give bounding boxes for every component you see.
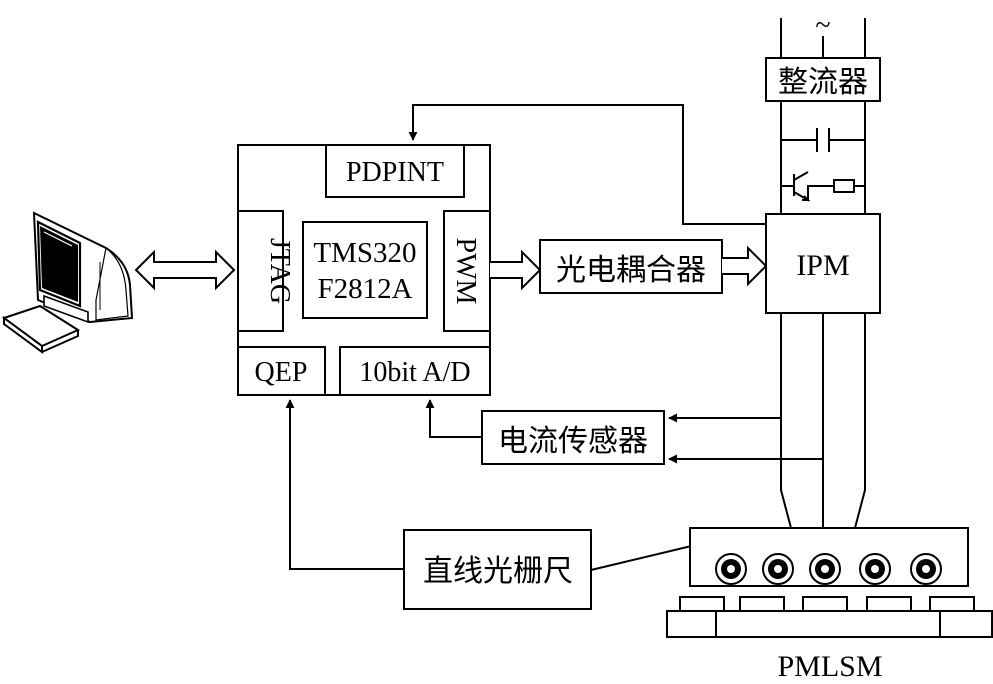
chip-line1: TMS320: [313, 237, 416, 269]
ac-symbol: ~: [815, 10, 830, 41]
sensor-adc-line: [425, 399, 482, 438]
adc-label: 10bit A/D: [359, 357, 470, 388]
motor-phase-lines: [780, 313, 866, 529]
optocoupler-label: 光电耦合器: [556, 253, 706, 288]
chip-line2: F2812A: [317, 273, 412, 305]
pwm-label: PWM: [450, 238, 481, 305]
coil-row: [715, 553, 942, 585]
rectifier-box: [765, 57, 881, 102]
current-sensor-box: [481, 410, 665, 465]
rectifier-label: 整流器: [778, 65, 868, 100]
current-sensor-label: 电流传感器: [498, 424, 648, 459]
ipm-pdpint-fault-line: [408, 104, 766, 225]
adc-box: [339, 346, 491, 396]
brake-resistor: [833, 179, 855, 193]
qep-box: [237, 346, 326, 396]
brake-transistor: [781, 171, 865, 202]
dsp-block: PDPINT JTAG TMS320 F2812A PWM QEP 10bit …: [237, 144, 491, 396]
jtag-box: [237, 210, 284, 332]
pdpint-label: PDPINT: [346, 157, 444, 188]
pwm-opto-double-arrow: [490, 249, 542, 291]
pmlsm-motor: PMLSM: [666, 527, 993, 683]
pmlsm-label: PMLSM: [777, 650, 882, 683]
jtag-label: JTAG: [264, 238, 295, 304]
computer-icon: [1, 211, 134, 354]
qep-label: QEP: [255, 357, 308, 388]
grating-qep-line: [285, 399, 404, 570]
optocoupler-box: [539, 239, 723, 294]
dsp-chip-box: [302, 221, 428, 319]
grating-motor-line: [590, 542, 705, 571]
linear-grating-label: 直线光栅尺: [423, 554, 573, 589]
pwm-box: [443, 210, 491, 332]
linear-grating-box: [403, 529, 592, 610]
computer-jtag-double-arrow: [134, 249, 236, 291]
pdpint-box: [325, 144, 465, 198]
dc-bus: ~ 整流器: [765, 10, 881, 214]
ipm-label: IPM: [796, 249, 849, 282]
opto-ipm-double-arrow: [722, 245, 768, 287]
